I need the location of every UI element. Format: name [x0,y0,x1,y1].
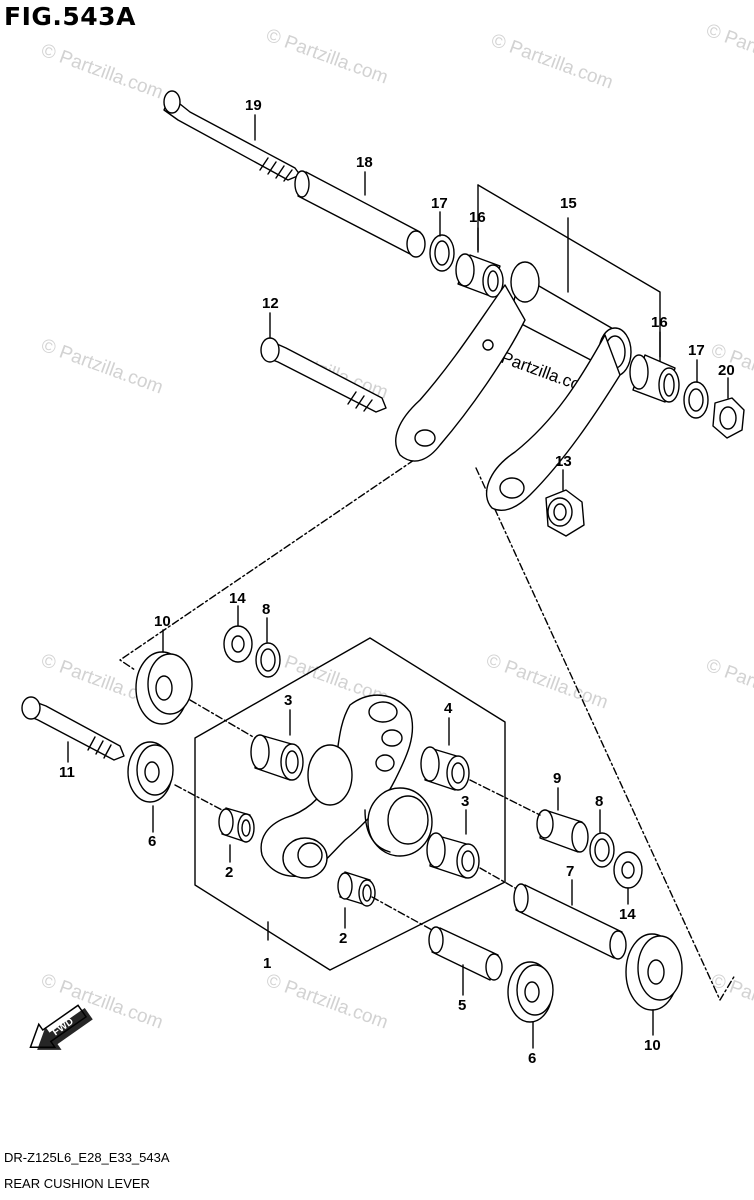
watermark: © Partzilla.com [708,970,754,1034]
callout-16: 16 [469,209,486,226]
spacer-6-right [507,961,554,1023]
nut-13 [545,489,585,537]
figure-caption: REAR CUSHION LEVER [4,1176,150,1191]
spacer-10-left [135,651,193,725]
collar-9 [536,809,589,853]
bearing-4 [420,746,470,791]
callout-3: 3 [284,692,292,709]
figure-code: DR-Z125L6_E28_E33_543A [4,1150,170,1165]
bolt-19 [163,90,301,182]
callout-1: 1 [263,955,271,972]
seal-17-right [683,381,709,419]
centerline [469,779,541,816]
callout-16: 16 [651,314,668,331]
callout-5: 5 [458,997,466,1014]
watermark: © Partzilla.com [703,655,754,719]
centerline [479,867,516,889]
collar-18 [294,170,426,258]
collar-7 [513,883,627,960]
bolt-12 [260,337,387,413]
callout-19: 19 [245,97,262,114]
bearing-3-right [426,832,480,879]
figure-title: FIG.543A [4,2,136,31]
callout-2: 2 [225,864,233,881]
group-hexagon-1 [194,637,506,971]
callouts: 19 18 17 16 15 12 16 17 20 13 10 14 8 3 … [59,97,735,1067]
bolt-11 [21,696,125,761]
callout-18: 18 [356,154,373,171]
callout-4: 4 [444,700,453,717]
callout-14: 14 [229,590,246,607]
callout-11: 11 [59,764,75,781]
callout-10: 10 [154,613,171,630]
callout-17: 17 [431,195,448,212]
fwd-arrow: FWD [29,1004,93,1050]
watermark: © Partzilla.com [263,25,390,89]
bearing-16-right [629,354,680,403]
callout-6: 6 [528,1050,536,1067]
callout-13: 13 [555,453,572,470]
washer-14-left [223,625,253,663]
callout-3: 3 [461,793,469,810]
seal-17-upper [429,234,455,272]
seal-8-right [589,832,615,868]
callout-8: 8 [595,793,603,810]
collar-5 [428,926,503,981]
callout-10: 10 [644,1037,661,1054]
watermark: © Partzilla.com [263,970,390,1034]
callout-12: 12 [262,295,279,312]
watermark: © Partzilla.com [38,40,165,104]
watermark: © Partzilla.com [38,335,165,399]
bearing-16-upper [455,253,504,298]
washer-14-right [613,851,643,889]
callout-20: 20 [718,362,735,379]
bearing-2-left [218,807,255,843]
centerline [189,699,256,739]
watermark: © Partzilla.com [483,650,610,714]
watermarks: © Partzilla.com © Partzilla.com © Partzi… [38,20,754,1034]
callout-9: 9 [553,770,561,787]
lever-rod-15 [395,261,632,512]
watermark: © Partzilla.com [703,20,754,84]
centerline [371,896,433,931]
centerline [174,784,223,811]
bearing-3-left [250,734,304,781]
watermark: © Partzilla.com [488,30,615,94]
callout-8: 8 [262,601,270,618]
bearing-2-lower [337,871,376,907]
seal-8-left [255,642,281,678]
phantom-line [119,459,415,671]
callout-2: 2 [339,930,347,947]
callout-15: 15 [560,195,577,212]
callout-14: 14 [619,906,636,923]
callout-7: 7 [566,863,574,880]
callout-17: 17 [688,342,705,359]
lever-1 [260,694,433,879]
nut-20 [712,397,745,439]
spacer-6-left [127,741,174,803]
phantom-line [475,467,736,1001]
callout-6: 6 [148,833,156,850]
spacer-10-right [625,933,683,1011]
